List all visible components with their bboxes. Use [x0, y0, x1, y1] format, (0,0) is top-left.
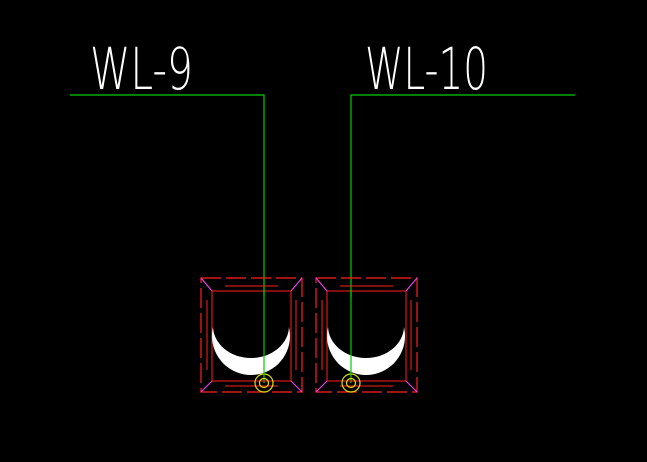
outer-frame [200, 277, 303, 393]
tick-marks [206, 285, 297, 387]
corner-diagonals [315, 277, 418, 393]
ring-marker-inner [258, 377, 270, 389]
ring-marker-inner [345, 377, 357, 389]
label-wl-9: WL-9 [90, 35, 193, 103]
leader-line-wl-10 [350, 94, 575, 383]
label-wl-10: WL-10 [365, 35, 488, 103]
pipe-crescent-mask [213, 294, 289, 358]
outer-frame [315, 277, 418, 393]
pipe-crescent-mask [328, 294, 404, 358]
pipe-unit-wl-9 [200, 277, 303, 393]
tick-marks [321, 285, 412, 387]
leader-line-wl-9 [70, 94, 265, 383]
pipe-unit-wl-10 [315, 277, 418, 393]
corner-diagonals [200, 277, 303, 393]
